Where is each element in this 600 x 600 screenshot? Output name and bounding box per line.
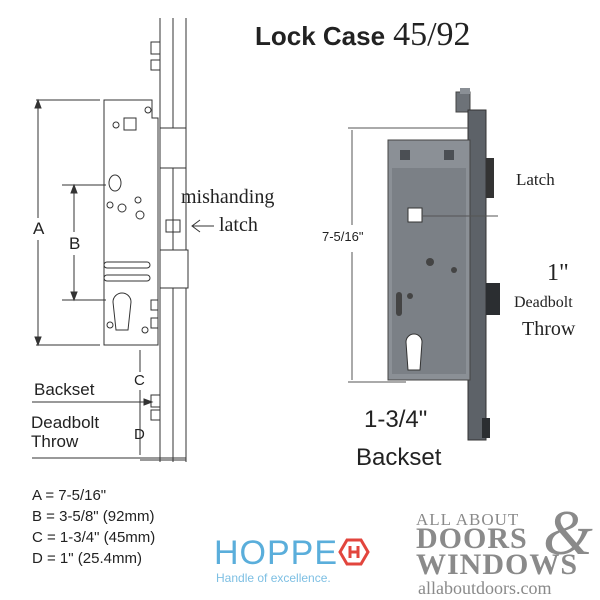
spindle-square — [123, 117, 137, 131]
mishanding-label-line1: mishanding — [181, 186, 275, 208]
dimension-legend: A = 7-5/16" B = 3-5/8" (92mm) C = 1-3/4"… — [32, 485, 155, 569]
hole — [108, 174, 122, 192]
cylinder-cutout — [112, 292, 132, 331]
dimension-a-label: A — [33, 219, 45, 238]
photo-throw-line1: Deadbolt — [514, 294, 573, 311]
deadbolt-throw-label: Deadbolt Throw — [31, 413, 99, 451]
title-main: Lock Case — [255, 21, 386, 51]
slot — [103, 274, 151, 282]
top-tab — [150, 41, 161, 55]
aad-url: allaboutdoors.com — [418, 578, 552, 598]
photo-throw-line2: Throw — [522, 318, 576, 340]
photo-faceplate — [467, 109, 487, 441]
top-tab — [150, 59, 161, 71]
mishanding-label-line2: latch — [219, 214, 258, 236]
dimension-c-label: C — [134, 372, 145, 389]
aad-line3: WINDOWS — [416, 548, 579, 581]
photo-height-label: 7-5/16" — [322, 229, 364, 244]
photo-throw-value: 1" — [547, 260, 569, 286]
hoppe-logo-mark — [338, 538, 370, 566]
backset-label: Backset — [34, 380, 95, 399]
deadbolt-block — [159, 249, 189, 289]
dimension-b-label: B — [69, 234, 81, 253]
legend-item: B = 3-5/8" (92mm) — [32, 508, 155, 525]
photo-latch — [486, 158, 494, 198]
dimension-d-label: D — [134, 426, 145, 443]
title-number: 45/92 — [393, 16, 471, 53]
latch-block — [159, 127, 187, 169]
hoppe-tagline: Handle of excellence. — [216, 571, 331, 585]
lock-case-photo — [348, 88, 500, 441]
lock-body-outline — [103, 99, 159, 346]
hoppe-wordmark: HOPPE — [214, 534, 339, 572]
photo-backset-value: 1-3/4" — [364, 406, 428, 433]
slot — [103, 261, 151, 269]
legend-item: A = 7-5/16" — [32, 487, 107, 504]
aad-ampersand: & — [543, 497, 593, 568]
photo-deadbolt — [486, 283, 500, 315]
deadbolt-throw-line1: Deadbolt — [31, 413, 100, 432]
photo-cylinder — [405, 333, 423, 371]
legend-item: D = 1" (25.4mm) — [32, 550, 142, 567]
aad-line1: ALL ABOUT — [416, 510, 520, 529]
mishanding-latch — [165, 219, 181, 233]
photo-latch-label: Latch — [516, 170, 555, 189]
photo-backset-label: Backset — [356, 444, 442, 471]
deadbolt-throw-line2: Throw — [31, 432, 79, 451]
aad-line2: DOORS — [416, 522, 528, 555]
legend-item: C = 1-3/4" (45mm) — [32, 529, 156, 546]
